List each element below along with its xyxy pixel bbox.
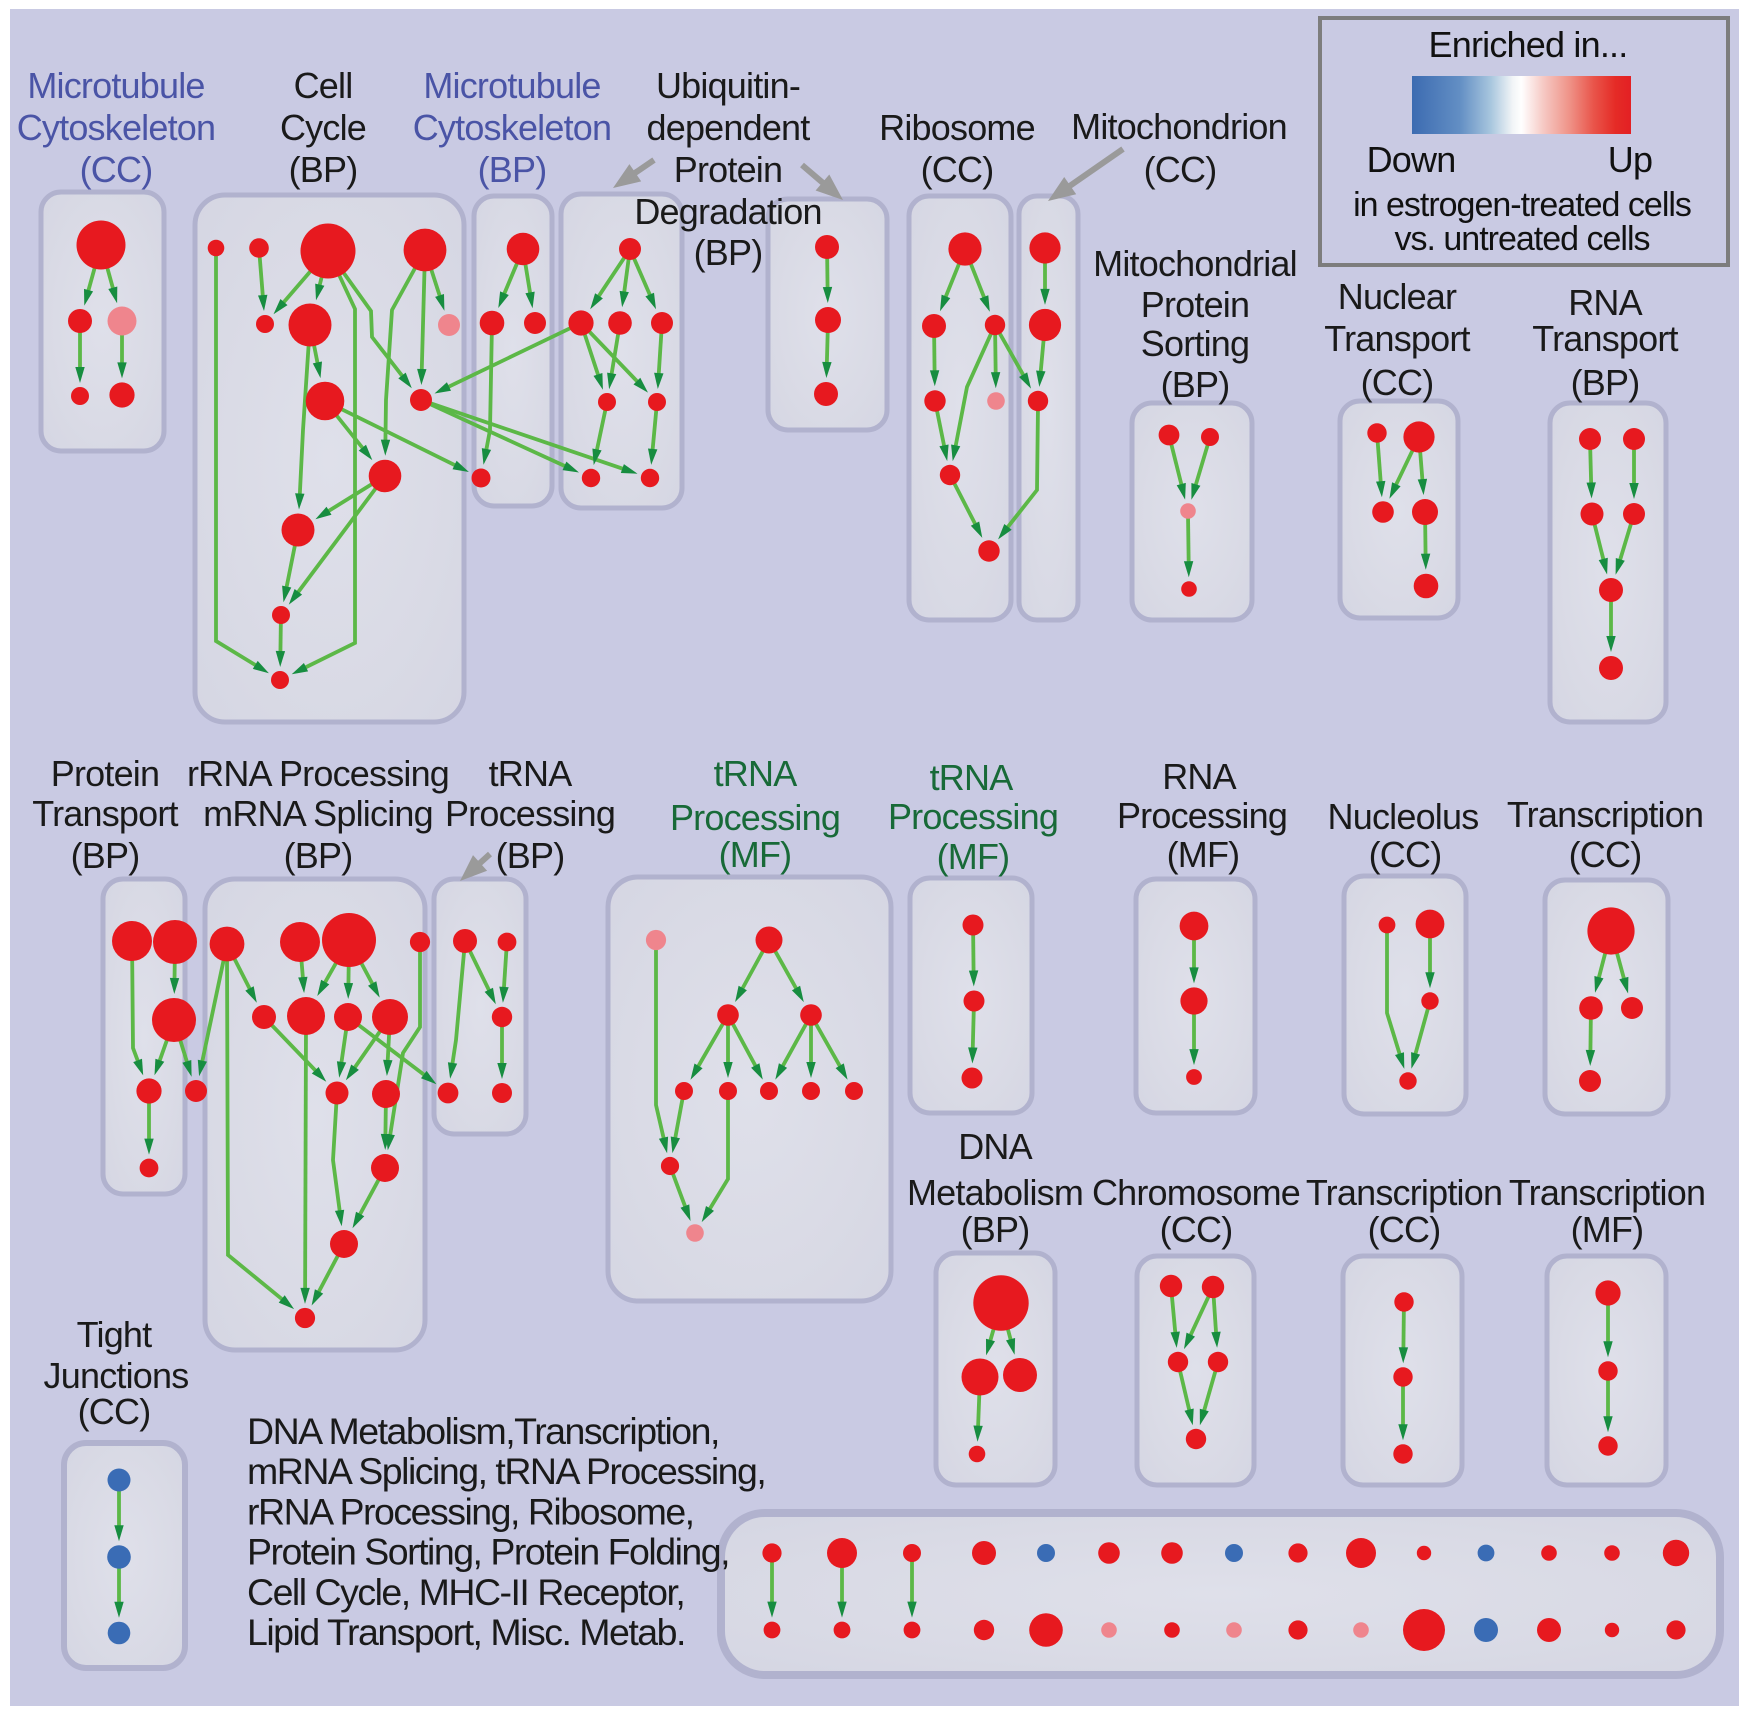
svg-text:Nuclear: Nuclear [1338, 276, 1457, 317]
svg-text:Cell Cycle, MHC-II Receptor,: Cell Cycle, MHC-II Receptor, [247, 1571, 684, 1613]
svg-text:(BP): (BP) [496, 835, 565, 876]
svg-text:Processing: Processing [1117, 795, 1287, 836]
svg-text:Up: Up [1608, 139, 1652, 180]
svg-text:Protein: Protein [51, 753, 159, 794]
svg-text:Cytoskeleton: Cytoskeleton [17, 107, 216, 148]
svg-text:Junctions: Junctions [44, 1355, 189, 1396]
svg-text:Nucleolus: Nucleolus [1328, 796, 1479, 837]
svg-text:in estrogen-treated cells: in estrogen-treated cells [1353, 186, 1691, 224]
svg-text:RNA: RNA [1162, 756, 1236, 797]
svg-text:Protein: Protein [1141, 284, 1249, 325]
svg-text:Transport: Transport [1324, 318, 1470, 359]
svg-text:(MF): (MF) [1167, 834, 1240, 875]
svg-text:Tight: Tight [77, 1314, 152, 1355]
svg-text:RNA: RNA [1568, 282, 1642, 323]
svg-text:(BP): (BP) [71, 835, 140, 876]
svg-text:DNA: DNA [958, 1126, 1032, 1167]
svg-text:Transport: Transport [32, 793, 178, 834]
svg-text:rRNA Processing, Ribosome,: rRNA Processing, Ribosome, [247, 1490, 694, 1532]
svg-text:(BP): (BP) [694, 232, 763, 273]
svg-text:Enriched in...: Enriched in... [1429, 24, 1628, 65]
svg-text:(CC): (CC) [1569, 834, 1642, 875]
svg-text:(CC): (CC) [1160, 1209, 1233, 1250]
svg-text:Ubiquitin-: Ubiquitin- [656, 65, 800, 106]
svg-text:Mitochondrial: Mitochondrial [1093, 243, 1297, 284]
svg-text:DNA Metabolism,Transcription,: DNA Metabolism,Transcription, [247, 1410, 719, 1452]
svg-text:(BP): (BP) [478, 149, 547, 190]
svg-text:Ribosome: Ribosome [879, 107, 1035, 148]
svg-text:Sorting: Sorting [1141, 323, 1249, 364]
svg-text:Cytoskeleton: Cytoskeleton [413, 107, 612, 148]
svg-text:(CC): (CC) [1144, 149, 1217, 190]
svg-text:Transcription: Transcription [1507, 794, 1703, 835]
svg-text:mRNA Splicing: mRNA Splicing [203, 793, 433, 834]
svg-text:rRNA Processing: rRNA Processing [187, 753, 449, 794]
svg-text:Processing: Processing [445, 793, 615, 834]
svg-text:tRNA: tRNA [714, 753, 798, 794]
svg-text:Degradation: Degradation [634, 191, 821, 232]
svg-text:dependent: dependent [647, 107, 811, 148]
svg-text:Microtubule: Microtubule [423, 65, 600, 106]
svg-text:Microtubule: Microtubule [27, 65, 204, 106]
svg-text:vs. untreated cells: vs. untreated cells [1394, 220, 1649, 258]
svg-text:mRNA Splicing, tRNA Processing: mRNA Splicing, tRNA Processing, [247, 1450, 765, 1492]
svg-text:Cycle: Cycle [280, 107, 366, 148]
svg-text:(MF): (MF) [1571, 1209, 1644, 1250]
svg-text:Down: Down [1367, 139, 1456, 180]
svg-text:(CC): (CC) [1369, 834, 1442, 875]
svg-text:(CC): (CC) [80, 149, 153, 190]
svg-text:Cell: Cell [294, 65, 353, 106]
svg-text:Chromosome: Chromosome [1092, 1172, 1300, 1213]
svg-text:Protein Sorting, Protein Foldi: Protein Sorting, Protein Folding, [247, 1531, 729, 1573]
svg-text:tRNA: tRNA [489, 753, 573, 794]
svg-text:Transport: Transport [1532, 318, 1678, 359]
svg-text:(MF): (MF) [719, 834, 792, 875]
svg-text:(CC): (CC) [78, 1391, 151, 1432]
svg-text:(BP): (BP) [1161, 364, 1230, 405]
svg-text:Transcription: Transcription [1509, 1172, 1705, 1213]
svg-text:(MF): (MF) [937, 836, 1010, 877]
svg-text:(BP): (BP) [289, 149, 358, 190]
svg-text:Protein: Protein [674, 149, 782, 190]
svg-text:Lipid Transport, Misc. Metab.: Lipid Transport, Misc. Metab. [247, 1611, 685, 1653]
svg-text:(BP): (BP) [961, 1209, 1030, 1250]
svg-text:(CC): (CC) [921, 149, 994, 190]
svg-text:Processing: Processing [888, 796, 1058, 837]
svg-text:(CC): (CC) [1361, 362, 1434, 403]
svg-text:Processing: Processing [670, 797, 840, 838]
svg-text:(BP): (BP) [1571, 362, 1640, 403]
svg-text:(CC): (CC) [1368, 1209, 1441, 1250]
svg-text:tRNA: tRNA [930, 757, 1014, 798]
svg-text:Mitochondrion: Mitochondrion [1071, 106, 1287, 147]
svg-text:Metabolism: Metabolism [907, 1172, 1083, 1213]
svg-text:(BP): (BP) [284, 835, 353, 876]
svg-text:Transcription: Transcription [1306, 1172, 1502, 1213]
